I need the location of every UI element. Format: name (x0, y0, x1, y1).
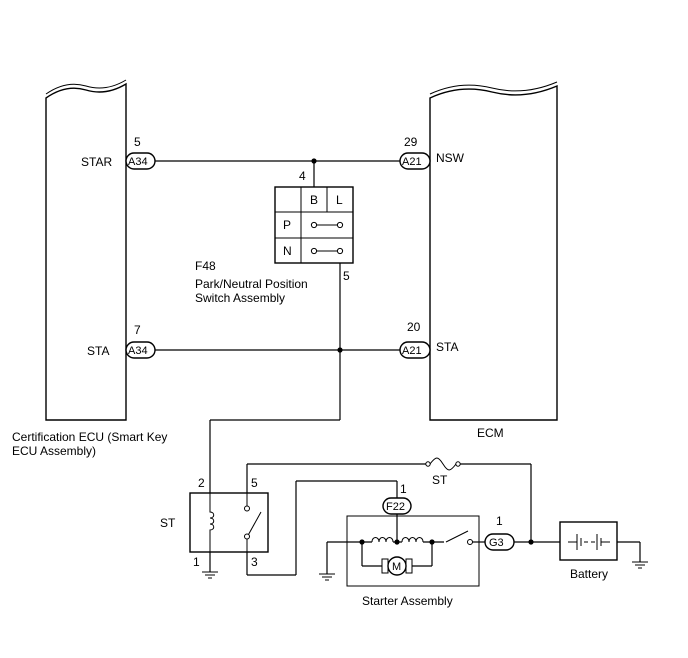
starter-name: Starter Assembly (362, 594, 453, 608)
pnp-name-line2: Switch Assembly (195, 291, 285, 305)
certification-ecu (45, 79, 127, 421)
st-relay-name: ST (160, 516, 176, 530)
connector-f22-label: F22 (386, 501, 405, 513)
pnp-col-l: L (336, 193, 343, 207)
st-relay (189, 492, 269, 553)
junction-dot-nsw (311, 158, 317, 164)
battery-icon (559, 521, 618, 561)
junction-dot-starter-right (429, 539, 435, 545)
ecm-nsw-pin: 29 (404, 135, 418, 149)
st-relay-pin-3: 3 (251, 555, 258, 569)
pnp-pin-in: 4 (299, 169, 306, 183)
cert-ecu-name-line1: Certification ECU (Smart Key (12, 430, 167, 444)
st-relay-pin-2: 2 (198, 476, 205, 490)
ecm-sta-label: STA (436, 340, 458, 354)
ecm-nsw-label: NSW (436, 151, 465, 165)
starter-assembly (326, 514, 485, 587)
connector-a21-sta: A21 (399, 341, 431, 359)
pnp-row-n: N (283, 244, 292, 258)
ecm-name: ECM (477, 426, 504, 440)
junction-dot-starter-mid (394, 539, 400, 545)
starter-pin-g3: 1 (496, 514, 503, 528)
st-relay-pin-1: 1 (193, 555, 200, 569)
pnp-pin-out: 5 (343, 269, 350, 283)
cert-ecu-sta-pin: 7 (134, 323, 141, 337)
battery-name: Battery (570, 567, 608, 581)
pnp-col-b: B (310, 193, 318, 207)
cert-ecu-sta-label: STA (87, 344, 109, 358)
cert-ecu-name-line2: ECU Assembly) (12, 444, 96, 458)
fuse-name: ST (432, 473, 448, 487)
connector-f22: F22 (382, 497, 412, 515)
connector-g3: G3 (484, 533, 515, 551)
connector-a21-nsw-label: A21 (402, 156, 422, 168)
junction-dot-starter-left (359, 539, 365, 545)
cert-ecu-star-pin: 5 (134, 135, 141, 149)
pnp-row-p: P (283, 218, 291, 232)
st-relay-pin-5: 5 (251, 476, 258, 490)
ground-icon (202, 571, 218, 579)
ecm (429, 81, 558, 421)
connector-g3-label: G3 (489, 537, 504, 549)
ecm-sta-pin: 20 (407, 320, 421, 334)
wires (155, 160, 641, 576)
connector-a34-star-label: A34 (128, 156, 148, 168)
junction-dot-sta (337, 347, 343, 353)
connector-a21-sta-label: A21 (402, 345, 422, 357)
pnp-name-line1: Park/Neutral Position (195, 277, 308, 291)
fuse-icon (425, 457, 461, 471)
starter-motor-label: M (392, 561, 401, 573)
ground-icon (632, 561, 648, 569)
starter-pin-f22: 1 (400, 482, 407, 496)
connector-a21-nsw: A21 (399, 152, 431, 170)
connector-a34-star: A34 (125, 152, 156, 170)
pnp-connector: F48 (195, 259, 216, 273)
connector-a34-sta-label: A34 (128, 345, 148, 357)
junction-dot-battery (528, 539, 534, 545)
connector-a34-sta: A34 (125, 341, 156, 359)
park-neutral-switch (274, 186, 354, 264)
cert-ecu-star-label: STAR (81, 155, 112, 169)
ground-icon (319, 573, 335, 581)
